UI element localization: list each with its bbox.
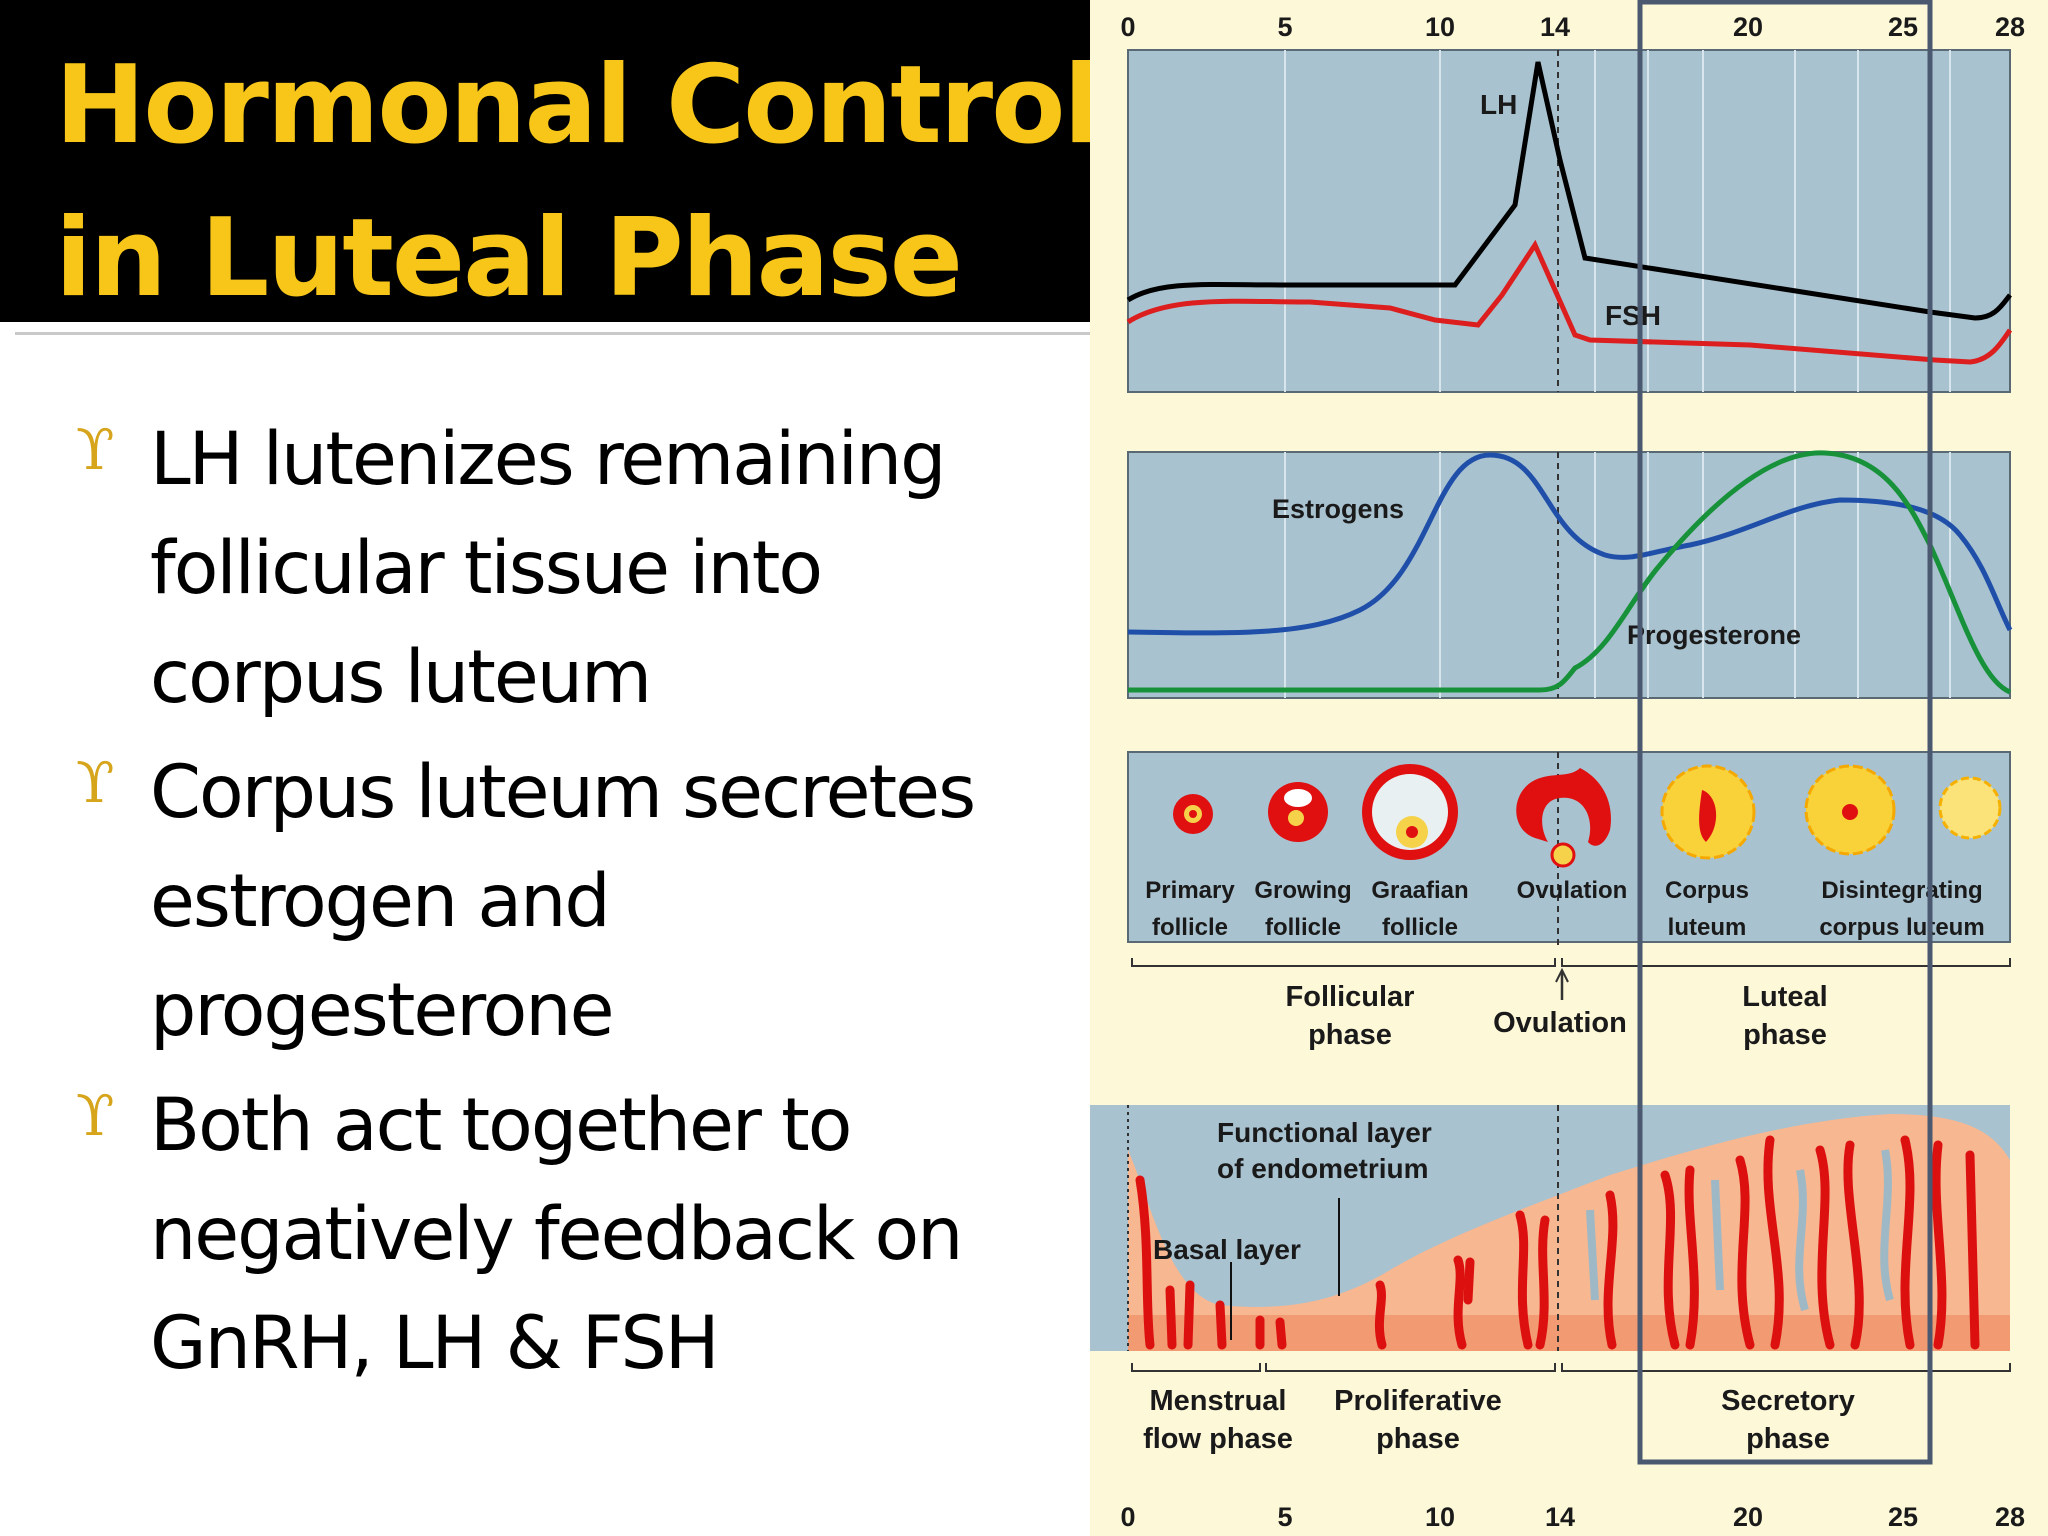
ovary-stage-label: follicle: [1265, 914, 1341, 941]
day-tick-label: 14: [1545, 1502, 1575, 1532]
ovary-stage-label: Corpus: [1665, 877, 1749, 904]
title-divider: [15, 332, 1090, 335]
bullet-item: ϒ Both act together to negatively feedba…: [68, 1071, 1078, 1398]
slide-title-line-1: Hormonal Control: [55, 43, 1100, 168]
ovary-panel: Primary follicle Growing follicle Graafi…: [1127, 751, 2011, 950]
menstrual-cycle-figure: 0 5 10 14 20 25 28 LH: [1090, 0, 2048, 1536]
bullet-text-line: negatively feedback on: [150, 1192, 963, 1277]
graafian-follicle-icon: [1362, 764, 1458, 860]
follicular-phase-label: Follicular: [1286, 981, 1415, 1013]
day-tick-label: 14: [1540, 12, 1570, 42]
lh-curve: [1126, 61, 2012, 321]
bullet-item: ϒ Corpus luteum secretes estrogen and pr…: [68, 738, 1078, 1065]
endometrium-panel: Functional layer of endometrium Basal la…: [1090, 1105, 2010, 1351]
ovary-stage-label: luteum: [1668, 914, 1747, 941]
day-tick-label: 28: [1995, 12, 2025, 42]
uterine-glands: [1586, 1149, 1894, 1312]
cycle-diagram: 0 5 10 14 20 25 28 LH: [1090, 0, 2025, 1532]
growing-follicle-icon: [1268, 782, 1328, 842]
slide-title-line-2: in Luteal Phase: [55, 196, 963, 321]
bullet-text-line: Both act together to: [150, 1083, 852, 1168]
title-bar: Hormonal Control in Luteal Phase: [0, 0, 1100, 322]
bullet-text-line: follicular tissue into: [150, 526, 823, 611]
menstrual-phase-label: flow phase: [1143, 1423, 1293, 1455]
secretory-phase-label: Secretory: [1721, 1385, 1855, 1417]
bullet-text-line: GnRH, LH & FSH: [150, 1301, 720, 1386]
functional-layer-label: of endometrium: [1217, 1153, 1429, 1184]
day-tick-label: 10: [1425, 12, 1455, 42]
ovary-stage-label: corpus luteum: [1819, 914, 1984, 941]
fsh-curve: [1126, 239, 2013, 365]
uterine-phase-brackets: [1131, 1363, 2011, 1372]
day-tick-label: 10: [1425, 1502, 1455, 1532]
ovary-stage-label: follicle: [1382, 914, 1458, 941]
primary-follicle-icon: [1173, 794, 1213, 834]
estrogen-label: Estrogens: [1272, 494, 1404, 524]
day-tick-label: 28: [1995, 1502, 2025, 1532]
ovary-stage-label: Disintegrating: [1821, 877, 1982, 904]
spiral-arteries: [1135, 1135, 1980, 1350]
ovary-stage-label: Growing: [1254, 877, 1351, 904]
ovulation-phase-label: Ovulation: [1493, 1007, 1627, 1039]
day-tick-label: 25: [1888, 12, 1918, 42]
panel-grid: [1284, 50, 1951, 392]
bullet-list: ϒ LH lutenizes remaining follicular tiss…: [68, 405, 1078, 1404]
proliferative-phase-label: Proliferative: [1334, 1385, 1502, 1417]
basal-layer-label: Basal layer: [1153, 1234, 1301, 1265]
day-tick-label: 5: [1277, 1502, 1292, 1532]
day-tick-label: 0: [1120, 12, 1135, 42]
bullet-marker-icon: ϒ: [76, 751, 115, 816]
estrogen-curve: [1127, 452, 2013, 636]
day-tick-label: 5: [1277, 12, 1292, 42]
luteal-phase-label: phase: [1743, 1019, 1827, 1051]
bottom-day-axis: 0 5 10 14 20 25 28: [1120, 1502, 2025, 1532]
ovarian-phase-brackets: [1131, 958, 2011, 1000]
corpus-luteum-icon: [1660, 764, 1756, 860]
panel-grid: [1284, 452, 1951, 698]
luteal-highlight-box: [1637, 0, 1933, 1465]
ovarian-hormone-panel: Estrogens Progesterone: [1127, 450, 2013, 699]
menstrual-phase-label: Menstrual: [1150, 1385, 1287, 1417]
bullet-text-line: Corpus luteum secretes: [150, 750, 976, 835]
day-tick-label: 20: [1733, 12, 1763, 42]
bullet-text-line: corpus luteum: [150, 635, 652, 720]
secretory-phase-label: phase: [1746, 1423, 1830, 1455]
bullet-text-line: LH lutenizes remaining: [150, 417, 946, 502]
disintegrating-corpus-luteum-icon: [1804, 764, 2002, 856]
functional-layer: [1128, 1114, 2010, 1351]
day-tick-label: 0: [1120, 1502, 1135, 1532]
fsh-label: FSH: [1605, 300, 1661, 331]
bullet-marker-icon: ϒ: [76, 1084, 115, 1149]
bullet-marker-icon: ϒ: [76, 418, 115, 483]
day-tick-label: 20: [1733, 1502, 1763, 1532]
progesterone-label: Progesterone: [1627, 620, 1801, 650]
follicular-phase-label: phase: [1308, 1019, 1392, 1051]
bullet-item: ϒ LH lutenizes remaining follicular tiss…: [68, 405, 1078, 732]
ovary-stage-label: Ovulation: [1517, 877, 1628, 904]
luteal-phase-label: Luteal: [1742, 981, 1827, 1013]
lh-label: LH: [1480, 89, 1517, 120]
day-tick-label: 25: [1888, 1502, 1918, 1532]
proliferative-phase-label: phase: [1376, 1423, 1460, 1455]
ovary-stage-label: Primary: [1145, 877, 1235, 904]
bullet-text-line: estrogen and: [150, 859, 611, 944]
functional-layer-label: Functional layer: [1217, 1117, 1432, 1148]
gonadotropin-panel: LH FSH: [1126, 49, 2013, 393]
progesterone-curve: [1128, 450, 2012, 695]
top-day-axis: 0 5 10 14 20 25 28: [1120, 12, 2025, 42]
panel-background: [1127, 451, 2011, 699]
panel-background: [1127, 49, 2011, 393]
ovary-stage-label: follicle: [1152, 914, 1228, 941]
ovary-stage-label: Graafian: [1371, 877, 1468, 904]
bullet-text-line: progesterone: [150, 968, 614, 1053]
ovulation-follicle-icon: [1516, 768, 1611, 868]
